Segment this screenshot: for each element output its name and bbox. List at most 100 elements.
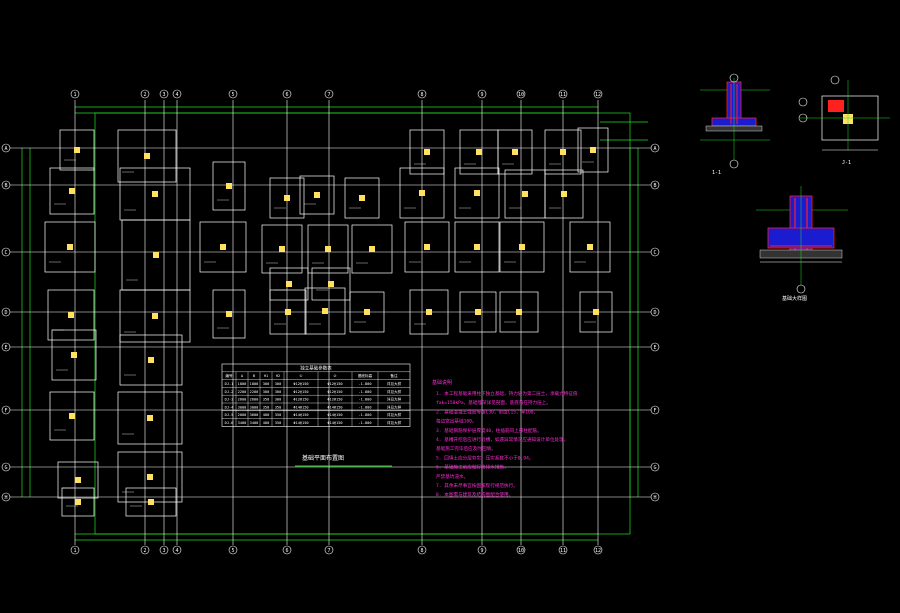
column [424, 244, 430, 250]
table-cell: 2200 [250, 390, 259, 394]
table-header-cell: A [241, 374, 244, 378]
note-line: 每边宽出基础100。 [436, 418, 476, 425]
table-header-cell: ① [299, 374, 303, 378]
axis-label: C [653, 250, 656, 256]
axis-label: 2 [143, 548, 146, 554]
table-cell: -1.800 [359, 405, 372, 409]
detail-section-1: 1-1 [700, 73, 770, 176]
table-title: 独立基础参数表 [300, 365, 332, 372]
table-cell: -1.800 [359, 390, 372, 394]
table-cell: 1800 [250, 382, 259, 386]
footing-outline [212, 289, 246, 339]
axis-bubble [650, 342, 660, 352]
table-cell: 2000 [238, 413, 247, 417]
column [285, 309, 291, 315]
footing-outline [351, 224, 393, 274]
table-cell: 350 [275, 421, 282, 425]
column [561, 191, 567, 197]
dimension-lines [21, 106, 648, 541]
column [328, 281, 334, 287]
column [69, 413, 75, 419]
detail-2-label: J-1 [842, 160, 851, 166]
footing-outline [304, 287, 346, 335]
footing-outline [261, 224, 303, 274]
footing-outline [269, 289, 307, 335]
column [364, 309, 370, 315]
axis-bubble [159, 545, 169, 555]
column [148, 499, 154, 505]
table-cell: 详见大样 [387, 412, 402, 417]
axis-label: F [653, 408, 656, 414]
note-line: 4. 基槽开挖后应进行验槽，如遇异常情况应通知设计单位处理， [436, 436, 568, 443]
axis-bubble [172, 545, 182, 555]
footing-outline [212, 161, 246, 211]
table-cell: Φ12@150 [327, 390, 342, 394]
table-cell: 详见大样 [387, 397, 402, 402]
axis-label: 11 [560, 92, 566, 98]
axis-bubble [70, 545, 80, 555]
table-cell: DJ-4 [225, 405, 234, 409]
column [226, 311, 232, 317]
table-cell: DJ-3 [225, 398, 234, 402]
column [322, 308, 328, 314]
axis-bubble [140, 545, 150, 555]
column [226, 183, 232, 189]
axis-bubble [477, 545, 487, 555]
footing-outline [117, 129, 177, 183]
column [325, 246, 331, 252]
footing-outline [409, 289, 449, 335]
axis-bubble [1, 462, 11, 472]
footing-outline [269, 177, 305, 219]
axis-bubble [1, 492, 11, 502]
axis-label: A [653, 146, 656, 152]
footing-outline [119, 334, 183, 386]
column [284, 195, 290, 201]
note-line: 基础施工完毕后应及时回填。 [436, 445, 496, 452]
axis-bubble [650, 247, 660, 257]
table-cell: DJ-6 [225, 421, 234, 425]
column [359, 195, 365, 201]
column [419, 190, 425, 196]
axis-label: 6 [285, 92, 288, 98]
column [74, 147, 80, 153]
footing-outline [577, 127, 609, 173]
table-cell: Φ14@150 [327, 413, 342, 417]
axis-bubble [1, 247, 11, 257]
footing-outline [57, 461, 99, 499]
axis-bubble [70, 89, 80, 99]
column [519, 244, 525, 250]
axis-bubble [1, 143, 11, 153]
axis-bubble [1, 307, 11, 317]
column [67, 244, 73, 250]
footing-outline [349, 291, 385, 333]
footing-outline [44, 221, 96, 273]
axis-label: 3 [162, 548, 165, 554]
table-cell: Φ14@150 [327, 405, 342, 409]
footing-outline [579, 291, 613, 333]
axis-label: 1 [73, 548, 76, 554]
axis-label: 7 [327, 548, 330, 554]
column [68, 312, 74, 318]
general-notes: 1. 本工程基础采用柱下独立基础，持力层为第二层土，承载力特征值 fak=150… [436, 390, 578, 498]
axis-label: D [4, 310, 7, 316]
table-cell: 详见大样 [387, 389, 402, 394]
axis-label: 4 [175, 92, 178, 98]
axis-label: 3 [162, 92, 165, 98]
note-line: 严禁基坑浸水。 [436, 473, 468, 480]
column [147, 474, 153, 480]
axis-label: G [4, 465, 7, 471]
axis-bubble [159, 89, 169, 99]
axis-label: 10 [518, 92, 524, 98]
footing-outline [307, 224, 349, 274]
table-cell: Φ12@150 [327, 398, 342, 402]
axis-label: H [653, 495, 656, 501]
column [590, 147, 596, 153]
axis-bubble [558, 545, 568, 555]
table-cell: Φ14@150 [293, 421, 308, 425]
table-cell: 2600 [250, 398, 259, 402]
column [474, 190, 480, 196]
column [279, 246, 285, 252]
